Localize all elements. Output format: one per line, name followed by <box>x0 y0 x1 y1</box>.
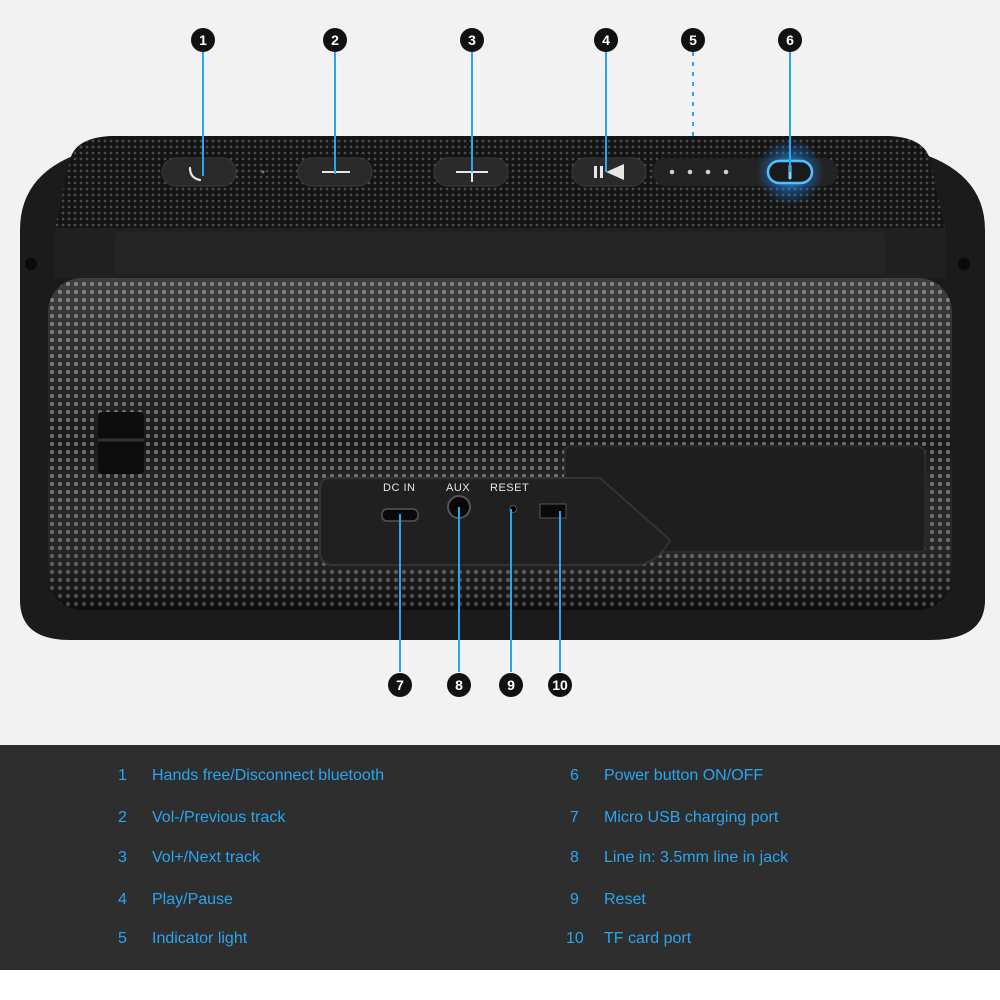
legend-text: Vol-/Previous track <box>152 809 286 826</box>
legend-text: Hands free/Disconnect bluetooth <box>152 767 385 784</box>
legend-num: 7 <box>570 809 579 826</box>
legend-num: 4 <box>118 891 127 908</box>
legend-text: Micro USB charging port <box>604 809 779 826</box>
callout-6: 6 <box>778 28 802 52</box>
side-strap-slot <box>98 412 144 474</box>
port-label-reset: RESET <box>490 482 530 494</box>
legend-num: 6 <box>570 767 579 784</box>
legend-item-7: 7 Micro USB charging port <box>570 806 778 830</box>
button-pill-hands-free[interactable] <box>161 157 237 187</box>
callout-8: 8 <box>447 673 471 697</box>
legend-text: Power button ON/OFF <box>604 767 764 784</box>
legend-text: Indicator light <box>152 930 248 947</box>
speaker-illustration <box>0 0 1000 745</box>
callout-4: 4 <box>594 28 618 52</box>
port-panel <box>319 477 672 566</box>
legend-item-6: 6 Power button ON/OFF <box>570 764 763 788</box>
callout-3: 3 <box>460 28 484 52</box>
callout-2: 2 <box>323 28 347 52</box>
legend-num: 9 <box>570 891 579 908</box>
legend-num: 10 <box>566 930 584 947</box>
callout-7: 7 <box>388 673 412 697</box>
legend-text: Reset <box>604 891 646 908</box>
legend-text: Play/Pause <box>152 891 233 908</box>
tf-card-slot <box>539 503 567 519</box>
legend-num: 3 <box>118 849 127 866</box>
legend-text: Vol+/Next track <box>152 849 261 866</box>
legend-text: Line in: 3.5mm line in jack <box>604 849 789 866</box>
indicator-dots <box>669 169 729 175</box>
legend-item-4: 4 Play/Pause <box>118 888 233 912</box>
legend-item-3: 3 Vol+/Next track <box>118 846 260 870</box>
callout-5: 5 <box>681 28 705 52</box>
legend-panel: 1 Hands free/Disconnect bluetooth 2 Vol-/P… <box>0 745 1000 970</box>
callout-9: 9 <box>499 673 523 697</box>
callout-lines <box>202 52 791 672</box>
legend-num: 5 <box>118 930 127 947</box>
callout-1: 1 <box>191 28 215 52</box>
product-photo: 1 2 3 4 5 6 7 8 9 10 DC IN AUX RESET <box>0 0 1000 745</box>
phone-icon <box>188 166 202 182</box>
port-label-dc-in: DC IN <box>383 482 416 494</box>
legend-num: 1 <box>118 767 127 784</box>
legend-item-1: 1 Hands free/Disconnect bluetooth <box>118 764 384 788</box>
legend-item-5: 5 Indicator light <box>118 927 247 951</box>
port-label-aux: AUX <box>446 482 471 494</box>
bottom-strip <box>0 970 1000 1000</box>
legend-num: 2 <box>118 809 127 826</box>
legend-item-9: 9 Reset <box>570 888 646 912</box>
legend-text: TF card port <box>604 930 692 947</box>
legend-item-8: 8 Line in: 3.5mm line in jack <box>570 846 788 870</box>
legend-item-2: 2 Vol-/Previous track <box>118 806 285 830</box>
callout-10: 10 <box>548 673 572 697</box>
legend-item-10: 10 TF card port <box>566 927 691 951</box>
legend-num: 8 <box>570 849 579 866</box>
play-pause-icon <box>594 164 624 180</box>
